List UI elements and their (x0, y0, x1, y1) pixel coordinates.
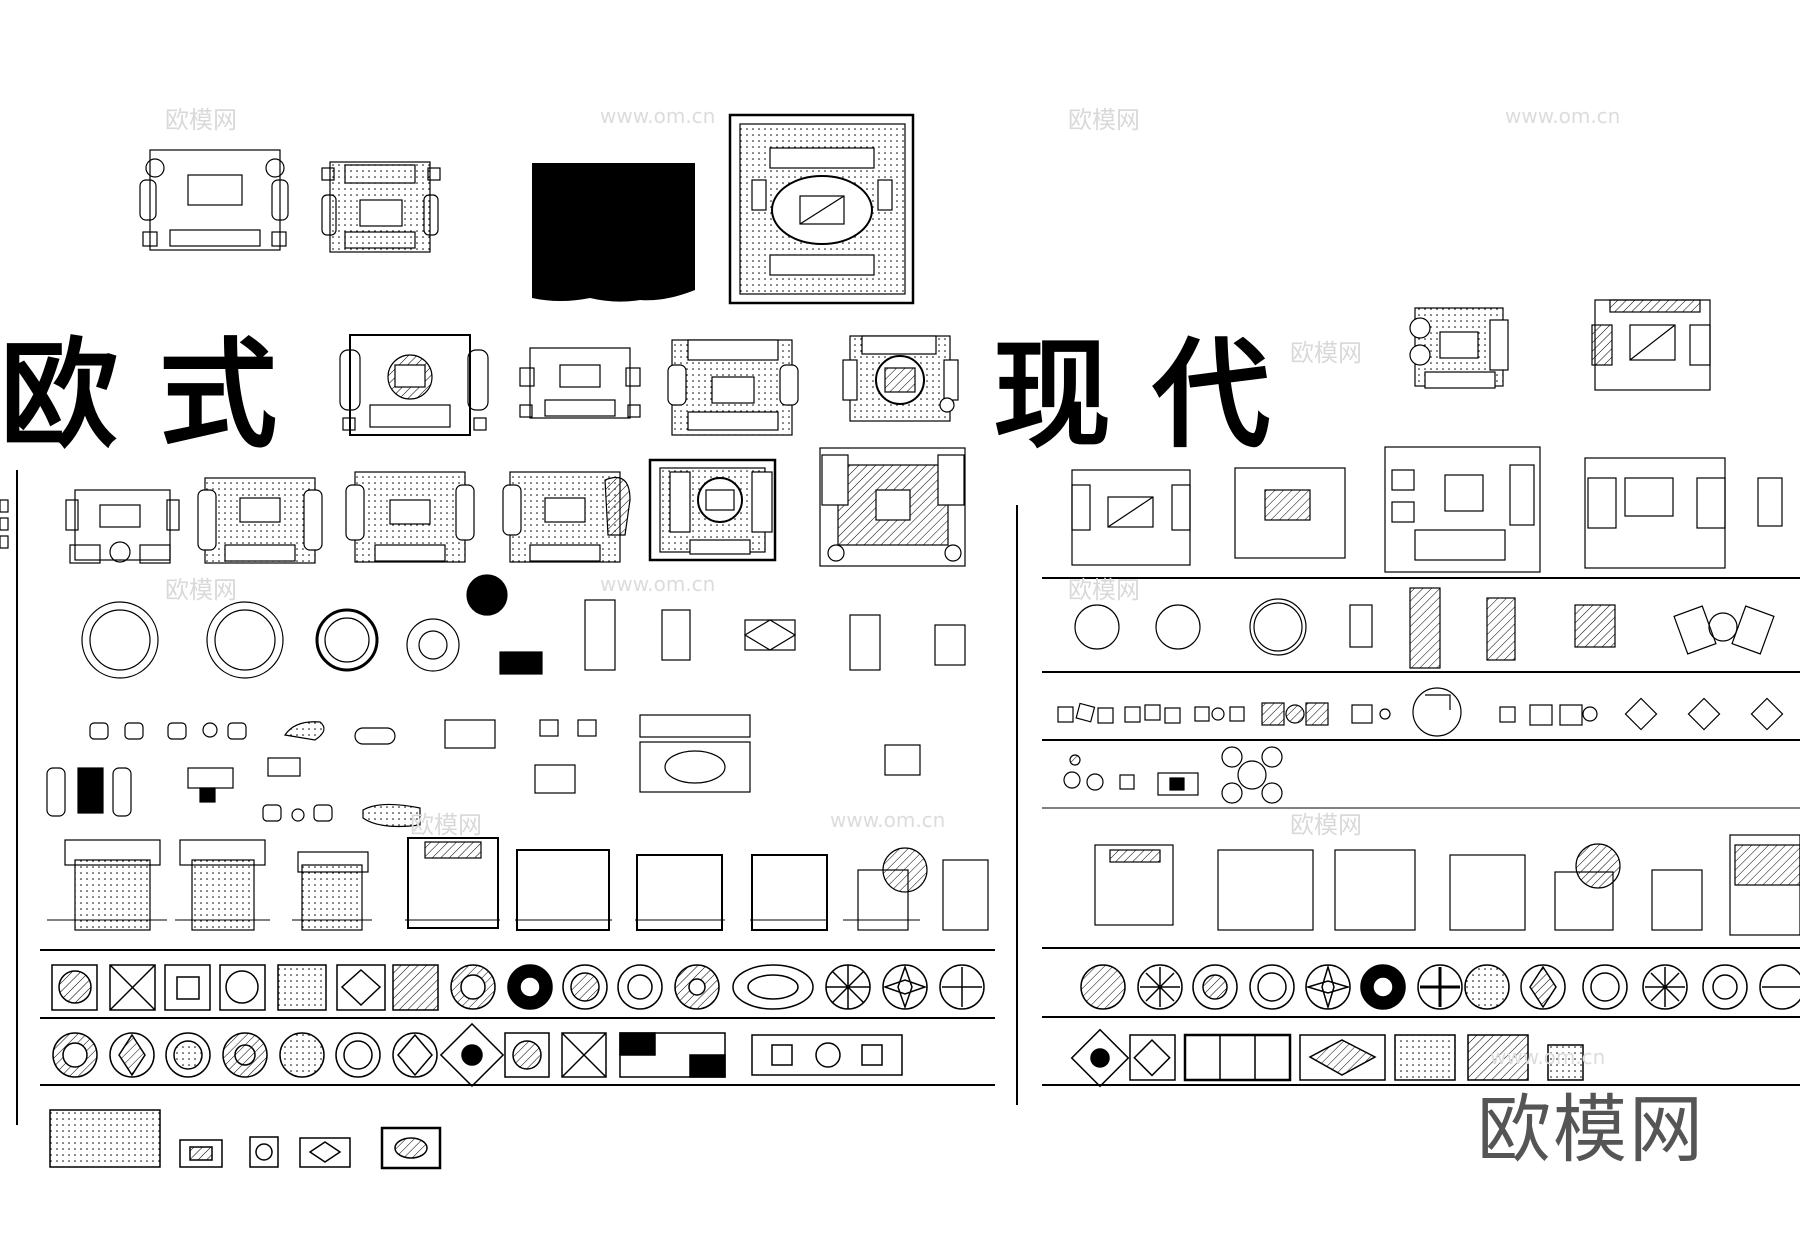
sofa-set-row2-1 (339, 334, 489, 436)
title-european: 欧 式 (0, 326, 278, 464)
sofa-set-row2-3 (667, 339, 799, 436)
sofa-set-row3-5 (648, 458, 777, 562)
watermark-url-2: www.om.cn (1505, 104, 1621, 128)
watermark-url-4: www.om.cn (830, 808, 946, 832)
sofa-set-row3-1 (65, 489, 180, 564)
modern-section-dividers (1042, 577, 1800, 1086)
black-rug-top (532, 163, 695, 302)
modern-rug-row (1070, 1028, 1584, 1088)
modern-beds-row (1094, 834, 1800, 936)
modern-sofa-top-2 (1591, 299, 1711, 391)
misc-chairs-european (46, 714, 921, 828)
rug-row-european-bottom (49, 1109, 442, 1170)
title-modern: 现 代 (993, 326, 1271, 464)
sofa-set-row3-3 (345, 471, 475, 563)
medallion-row-european-1 (51, 964, 985, 1011)
beds-row-european (47, 837, 989, 931)
brand-logo: 欧模网 (1477, 1087, 1705, 1173)
sofa-set-top-1 (139, 149, 289, 251)
modern-dining-row (1074, 587, 1775, 669)
watermark-url-5: www.om.cn (1490, 1045, 1606, 1069)
medallion-row-european-2 (52, 1022, 903, 1088)
watermark-url-1: www.om.cn (600, 104, 716, 128)
dining-row-european (81, 574, 966, 679)
modern-medallion-row (1080, 964, 1800, 1010)
modern-chairs-row (1063, 746, 1283, 804)
modern-living-row (1071, 446, 1783, 573)
watermark-cn-6: 欧模网 (410, 811, 482, 839)
sofa-set-row3-2 (197, 477, 323, 564)
watermark-url-3: www.om.cn (600, 572, 716, 596)
sofa-set-row3-6 (819, 447, 966, 567)
watermark-cn-7: 欧模网 (1290, 811, 1362, 839)
modern-small-items-row (1057, 687, 1784, 737)
watermark-cn-3: 欧模网 (1290, 339, 1362, 367)
watermark-cn-2: 欧模网 (1068, 106, 1140, 134)
ornate-rug-set-top (728, 113, 915, 305)
watermark-cn-4: 欧模网 (165, 576, 237, 604)
modern-sofa-top-1 (1409, 307, 1509, 389)
sofa-set-row2-2 (519, 347, 641, 419)
watermark-cn-1: 欧模网 (165, 106, 237, 134)
sofa-set-row3-4 (502, 471, 631, 563)
european-section-dividers (16, 470, 1018, 1125)
sofa-set-row2-4 (842, 335, 959, 422)
watermark-cn-5: 欧模网 (1068, 576, 1140, 604)
left-edge-fragments (0, 499, 9, 549)
sofa-set-top-2 (321, 161, 441, 253)
